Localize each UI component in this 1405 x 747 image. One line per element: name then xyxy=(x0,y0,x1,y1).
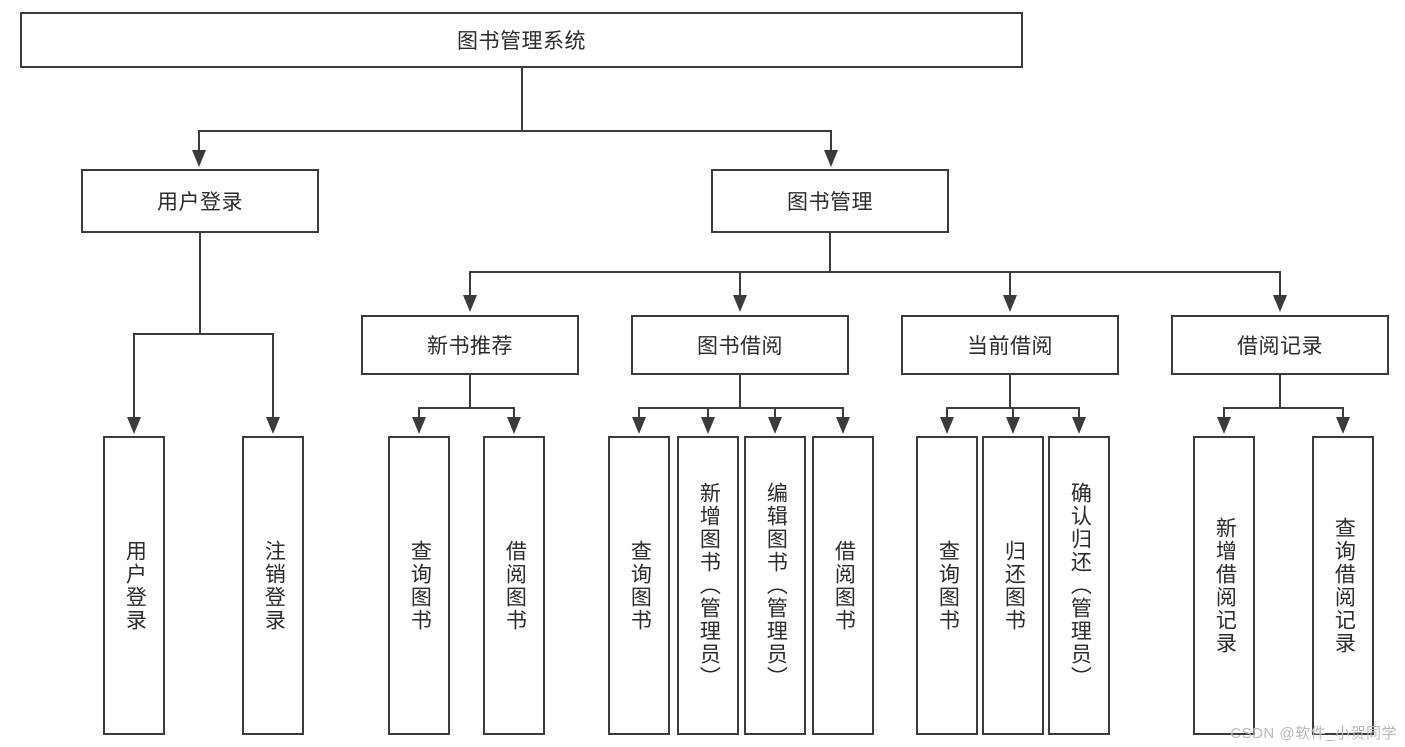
node-leaf-return-book[interactable]: 归还图书 xyxy=(982,436,1044,735)
arrow-to-leaf-borrow-book-1 xyxy=(507,417,521,434)
connector-root-stem xyxy=(521,68,523,132)
node-leaf-query-book-1[interactable]: 查询图书 xyxy=(388,436,450,735)
connector-br-drop-1 xyxy=(1223,407,1225,419)
node-leaf-borrow-book-2[interactable]: 借阅图书 xyxy=(812,436,874,735)
connector-bb-bar xyxy=(638,407,844,409)
node-book-manage[interactable]: 图书管理 xyxy=(711,169,949,233)
node-label: 图书管理系统 xyxy=(457,30,586,53)
node-label: 图书管理 xyxy=(787,191,873,214)
connector-bm-drop-3 xyxy=(1009,271,1011,297)
connector-br-stem xyxy=(1279,375,1281,409)
node-label: 确认归还（管理员） xyxy=(1068,482,1092,689)
node-current-borrow[interactable]: 当前借阅 xyxy=(901,315,1119,375)
arrow-to-leaf-query-book-1 xyxy=(412,417,426,434)
arrow-to-leaf-confirm-return xyxy=(1072,417,1086,434)
arrow-to-new-book-rec xyxy=(463,295,477,312)
arrow-root-to-book-manage xyxy=(824,150,838,167)
connector-book-manage-bar xyxy=(469,271,1281,273)
node-root-book-management-system[interactable]: 图书管理系统 xyxy=(20,12,1023,68)
node-leaf-user-login[interactable]: 用户登录 xyxy=(103,436,165,735)
node-label: 借阅记录 xyxy=(1237,335,1323,358)
connector-cb-drop-3 xyxy=(1078,407,1080,419)
connector-user-login-drop-1 xyxy=(133,333,135,419)
arrow-to-leaf-user-login xyxy=(127,417,141,434)
node-label: 当前借阅 xyxy=(967,335,1053,358)
node-label: 新增借阅记录 xyxy=(1213,516,1237,655)
node-leaf-query-record[interactable]: 查询借阅记录 xyxy=(1312,436,1374,735)
connector-bm-drop-2 xyxy=(739,271,741,297)
connector-user-login-bar xyxy=(133,333,273,335)
node-leaf-borrow-book-1[interactable]: 借阅图书 xyxy=(483,436,545,735)
arrow-to-leaf-logout xyxy=(266,417,280,434)
arrow-to-leaf-query-book-2 xyxy=(632,417,646,434)
arrow-to-leaf-add-book xyxy=(701,417,715,434)
node-leaf-logout[interactable]: 注销登录 xyxy=(242,436,304,735)
connector-bb-stem xyxy=(739,375,741,409)
node-borrow-record[interactable]: 借阅记录 xyxy=(1171,315,1389,375)
node-label: 图书借阅 xyxy=(697,335,783,358)
connector-root-bar xyxy=(198,130,832,132)
node-label: 用户登录 xyxy=(123,539,147,632)
node-label: 新书推荐 xyxy=(427,335,513,358)
arrow-to-leaf-add-record xyxy=(1217,417,1231,434)
node-leaf-edit-book[interactable]: 编辑图书（管理员） xyxy=(744,436,806,735)
node-label: 用户登录 xyxy=(157,191,243,214)
connector-cb-drop-1 xyxy=(946,407,948,419)
node-label: 查询图书 xyxy=(936,539,960,632)
arrow-to-current-borrow xyxy=(1003,295,1017,312)
connector-nbr-stem xyxy=(469,375,471,409)
node-label: 新增图书（管理员） xyxy=(697,482,721,689)
node-label: 查询图书 xyxy=(628,539,652,632)
connector-br-drop-2 xyxy=(1342,407,1344,419)
node-label: 借阅图书 xyxy=(503,539,527,632)
node-leaf-query-book-3[interactable]: 查询图书 xyxy=(916,436,978,735)
connector-cb-stem xyxy=(1009,375,1011,409)
node-label: 查询图书 xyxy=(408,539,432,632)
connector-bb-drop-1 xyxy=(638,407,640,419)
connector-user-login-stem xyxy=(199,233,201,335)
node-user-login[interactable]: 用户登录 xyxy=(81,169,319,233)
arrow-to-leaf-edit-book xyxy=(768,417,782,434)
connector-bm-drop-4 xyxy=(1279,271,1281,297)
node-leaf-query-book-2[interactable]: 查询图书 xyxy=(608,436,670,735)
node-label: 编辑图书（管理员） xyxy=(764,482,788,689)
node-leaf-confirm-return[interactable]: 确认归还（管理员） xyxy=(1048,436,1110,735)
connector-book-manage-stem xyxy=(829,233,831,273)
arrow-to-leaf-borrow-book-2 xyxy=(836,417,850,434)
connector-nbr-bar xyxy=(418,407,514,409)
node-label: 注销登录 xyxy=(262,539,286,632)
arrow-root-to-user-login xyxy=(192,150,206,167)
node-label: 查询借阅记录 xyxy=(1332,516,1356,655)
connector-br-bar xyxy=(1223,407,1343,409)
connector-root-to-book-manage xyxy=(830,130,832,154)
node-book-borrow[interactable]: 图书借阅 xyxy=(631,315,849,375)
connector-bb-drop-3 xyxy=(774,407,776,419)
node-leaf-add-record[interactable]: 新增借阅记录 xyxy=(1193,436,1255,735)
arrow-to-leaf-return-book xyxy=(1006,417,1020,434)
connector-nbr-drop-2 xyxy=(513,407,515,419)
connector-nbr-drop-1 xyxy=(418,407,420,419)
connector-root-to-user-login xyxy=(198,130,200,154)
connector-bm-drop-1 xyxy=(469,271,471,297)
arrow-to-book-borrow xyxy=(733,295,747,312)
arrow-to-leaf-query-book-3 xyxy=(940,417,954,434)
node-new-book-rec[interactable]: 新书推荐 xyxy=(361,315,579,375)
arrow-to-leaf-query-record xyxy=(1336,417,1350,434)
connector-user-login-drop-2 xyxy=(272,333,274,419)
node-label: 归还图书 xyxy=(1002,539,1026,632)
node-label: 借阅图书 xyxy=(832,539,856,632)
connector-bb-drop-2 xyxy=(707,407,709,419)
connector-cb-drop-2 xyxy=(1012,407,1014,419)
watermark-text: CSDN @软件_小贺同学 xyxy=(1230,725,1397,742)
connector-bb-drop-4 xyxy=(842,407,844,419)
arrow-to-borrow-record xyxy=(1273,295,1287,312)
node-leaf-add-book[interactable]: 新增图书（管理员） xyxy=(677,436,739,735)
